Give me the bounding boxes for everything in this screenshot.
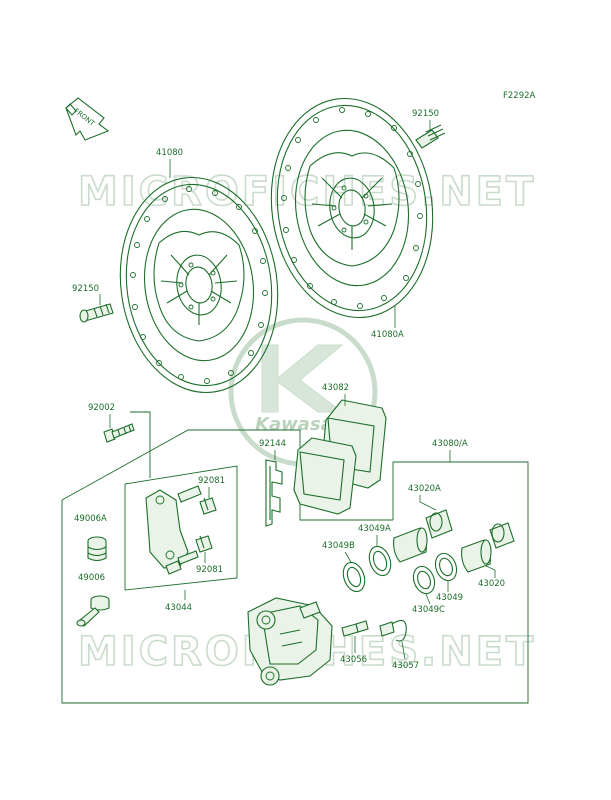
label-boot: 49006A xyxy=(74,514,107,524)
label-pin: 49006 xyxy=(78,573,105,583)
bleeder-valve xyxy=(341,620,369,637)
label-clip-top: 92081 xyxy=(198,476,225,486)
front-arrow-icon: FRONT xyxy=(65,97,110,141)
caliper-bracket xyxy=(145,485,202,575)
piston-a xyxy=(393,509,453,563)
seal xyxy=(434,552,458,582)
label-caliper-assy: 43080/A xyxy=(432,439,468,449)
label-seal-a: 43049A xyxy=(358,524,391,534)
label-bolt-top: 92150 xyxy=(412,109,439,119)
caliper-frame xyxy=(61,461,529,704)
label-bleeder: 43056 xyxy=(340,655,367,665)
brake-disc-left xyxy=(119,176,279,394)
figure-code: F2292A xyxy=(503,91,536,101)
label-bracket: 43044 xyxy=(165,603,192,613)
bleeder-cap xyxy=(379,619,407,642)
bracket-frame xyxy=(124,465,238,591)
clip-bottom xyxy=(195,535,213,553)
seal-a xyxy=(368,545,392,577)
label-disc-right: 41080A xyxy=(371,330,404,340)
watermark: MICROFICHES.NET MICROFICHES.NET Kawasaki xyxy=(77,168,534,676)
brake-disc-right xyxy=(270,97,434,319)
label-pads: 43082 xyxy=(322,383,349,393)
clip-top xyxy=(199,497,217,515)
slide-pin xyxy=(76,595,110,627)
label-disc-left: 41080 xyxy=(156,148,183,158)
pad-spring xyxy=(265,459,283,527)
caliper-frame-top xyxy=(61,429,393,521)
seal-c xyxy=(412,565,436,595)
label-cap: 43057 xyxy=(392,661,419,671)
label-bracket-bolt: 92002 xyxy=(88,403,115,413)
leader-bracket-bolt xyxy=(130,411,151,478)
label-clip-bottom: 92081 xyxy=(196,565,223,575)
disc-bolt-left xyxy=(79,294,114,323)
piston xyxy=(461,522,515,573)
boot xyxy=(87,536,107,562)
brake-pads xyxy=(293,399,387,515)
label-piston-a: 43020A xyxy=(408,484,441,494)
bracket-bolt xyxy=(103,423,135,443)
label-piston: 43020 xyxy=(478,579,505,589)
label-bolt-left: 92150 xyxy=(72,284,99,294)
label-seal-c: 43049C xyxy=(412,605,445,615)
label-pad-spring: 92144 xyxy=(259,439,286,449)
label-seal-b: 43049B xyxy=(322,541,355,551)
disc-bolt-top xyxy=(415,120,446,149)
seal-b xyxy=(342,561,366,593)
caliper-body xyxy=(247,597,333,686)
label-seal: 43049 xyxy=(436,593,463,603)
